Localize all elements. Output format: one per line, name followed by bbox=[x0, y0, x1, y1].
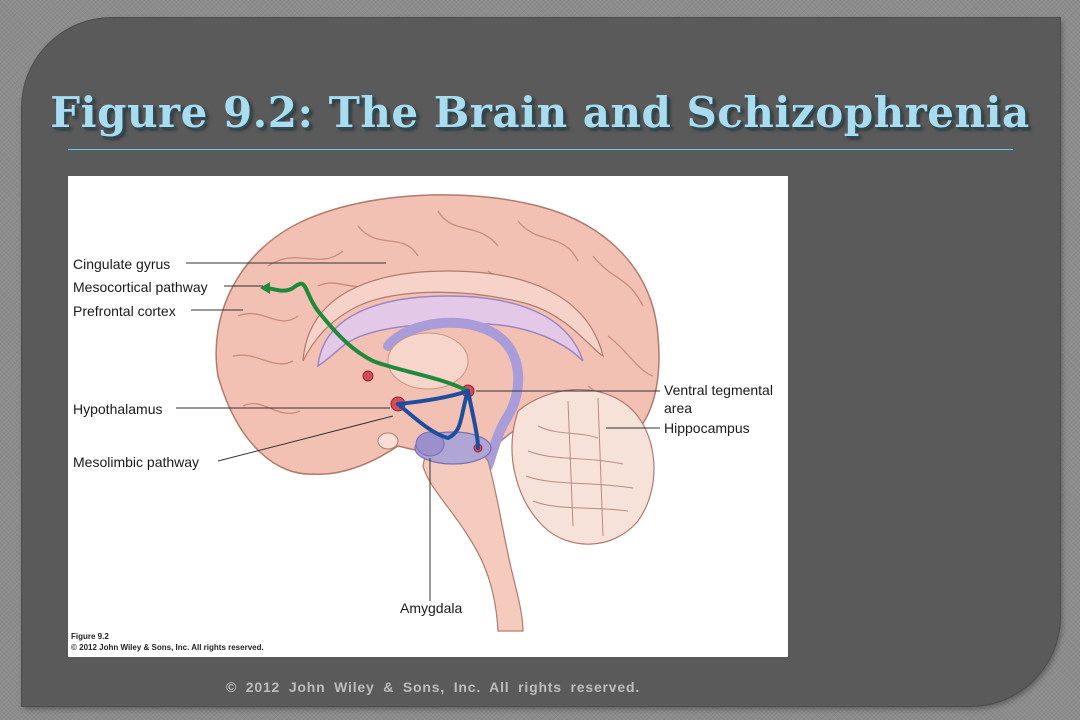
label-ventral-tegmental-area: area bbox=[664, 400, 693, 416]
label-mesocortical-pathway: Mesocortical pathway bbox=[73, 279, 208, 295]
mesocortical-pathway bbox=[264, 281, 470, 393]
cerebellum-folia bbox=[525, 397, 634, 537]
label-mesolimbic-pathway: Mesolimbic pathway bbox=[73, 454, 200, 470]
cingulate-gyrus bbox=[302, 270, 604, 362]
label-amygdala: Amygdala bbox=[400, 600, 463, 616]
figure-caption-copyright: © 2012 John Wiley & Sons, Inc. All right… bbox=[71, 643, 264, 652]
label-ventral-tegmental: Ventral tegmental bbox=[664, 382, 773, 398]
figure-caption-number: Figure 9.2 bbox=[71, 632, 109, 641]
pituitary bbox=[377, 432, 399, 450]
slide-footer: © 2012 John Wiley & Sons, Inc. All right… bbox=[225, 679, 641, 695]
leader-lines bbox=[176, 262, 660, 601]
label-hippocampus: Hippocampus bbox=[664, 420, 750, 436]
mesocortical-arrowhead bbox=[260, 282, 270, 294]
label-hypothalamus: Hypothalamus bbox=[73, 401, 163, 417]
label-cingulate-gyrus: Cingulate gyrus bbox=[73, 256, 171, 272]
thalamus bbox=[387, 332, 469, 390]
mesolimbic-pathway bbox=[396, 389, 480, 450]
slide-title: Figure 9.2: The Brain and Schizophrenia bbox=[50, 88, 1030, 137]
fornix bbox=[383, 317, 524, 471]
brainstem bbox=[422, 436, 524, 632]
label-prefrontal-cortex: Prefrontal cortex bbox=[73, 303, 176, 319]
brain-illustration bbox=[176, 194, 660, 632]
title-underline bbox=[68, 149, 1013, 150]
brain-figure: Cingulate gyrus Mesocortical pathway Pre… bbox=[68, 176, 788, 657]
cerebellum bbox=[511, 389, 655, 545]
amygdala-structure bbox=[415, 431, 445, 457]
mammillary-nucleus bbox=[362, 370, 374, 382]
